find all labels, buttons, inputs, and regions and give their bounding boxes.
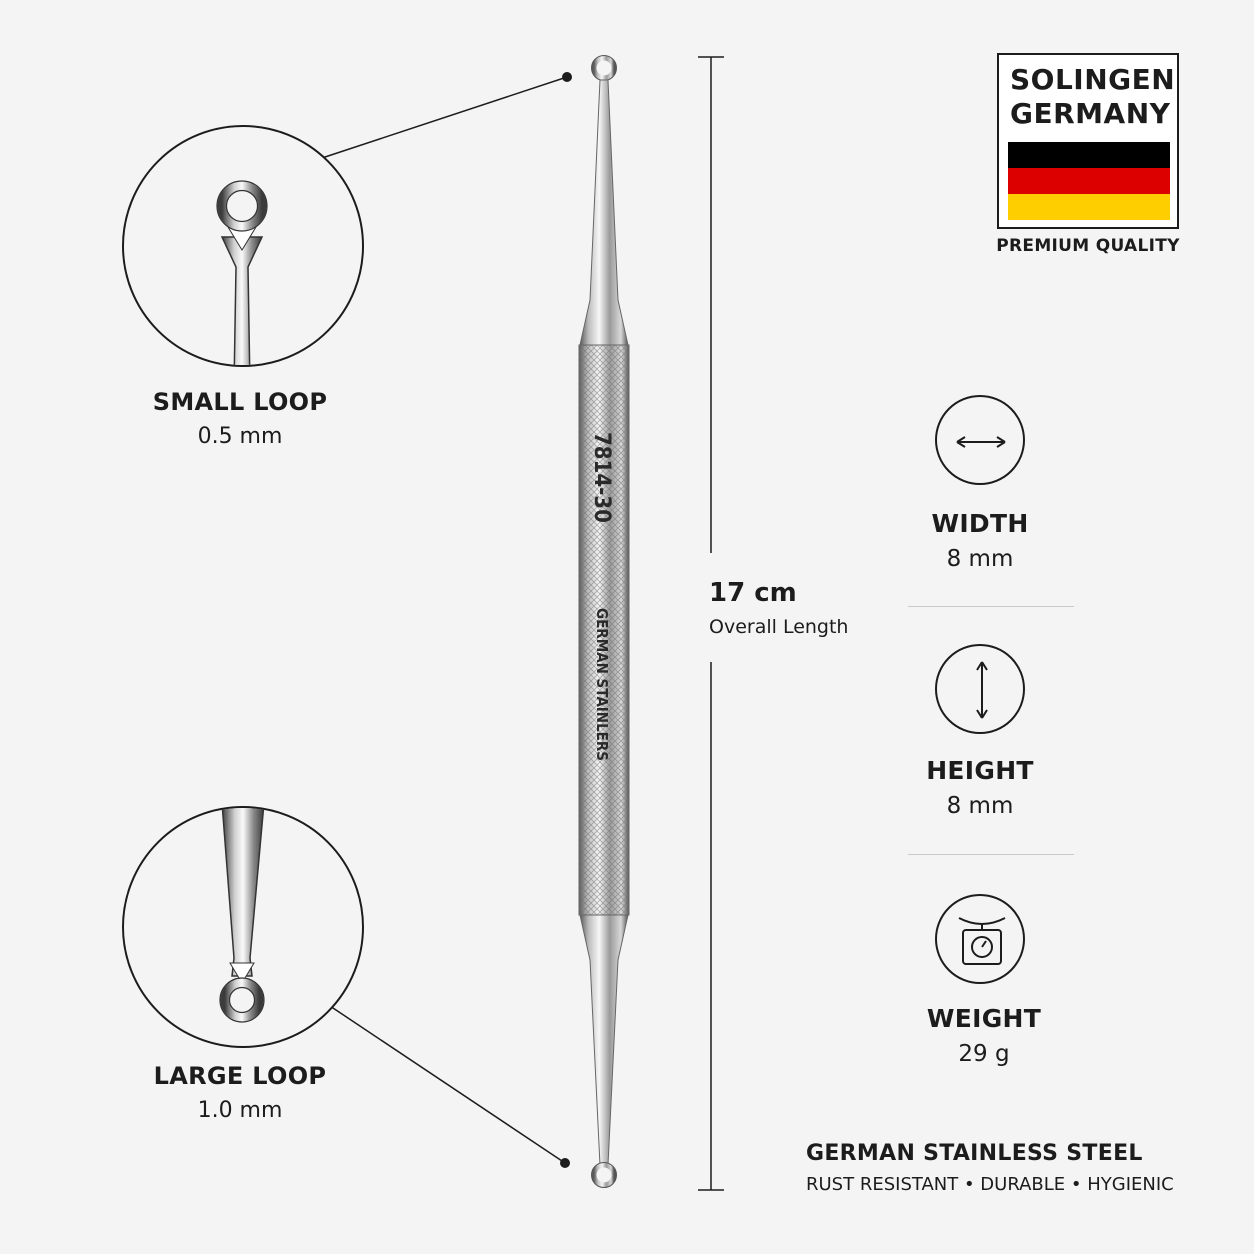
overall-length-label: Overall Length <box>709 616 849 638</box>
small-loop-closeup <box>216 180 268 365</box>
large-loop-closeup <box>219 808 265 1023</box>
spec-divider <box>908 854 1074 855</box>
horizontal-arrow-icon <box>935 395 1025 485</box>
flag-stripe-black <box>1008 142 1170 168</box>
flag-stripe-gold <box>1008 194 1170 220</box>
flag-stripe-red <box>1008 168 1170 194</box>
spec-height-title: HEIGHT <box>926 756 1034 785</box>
small-loop-size: 0.5 mm <box>197 424 283 449</box>
spec-width-title: WIDTH <box>931 509 1029 538</box>
spec-divider <box>908 606 1074 607</box>
large-loop-title: LARGE LOOP <box>153 1062 327 1090</box>
small-loop-detail-circle <box>122 125 364 367</box>
badge-tagline: PREMIUM QUALITY <box>996 236 1180 256</box>
large-loop-detail-circle <box>122 806 364 1048</box>
tool-model-engraving: 7814-30 <box>589 432 614 523</box>
tool-brand-engraving: GERMAN STAINLERS <box>593 608 611 762</box>
spec-weight-value: 29 g <box>958 1041 1010 1067</box>
spec-height-value: 8 mm <box>946 793 1014 819</box>
solingen-germany-badge: SOLINGEN GERMANY <box>997 53 1179 229</box>
material-features: RUST RESISTANT • DURABLE • HYGIENIC <box>806 1174 1174 1195</box>
scale-icon <box>935 894 1025 984</box>
large-loop-marker-dot <box>560 1158 570 1168</box>
small-loop-title: SMALL LOOP <box>152 388 328 416</box>
badge-line-2: GERMANY <box>1010 97 1171 130</box>
badge-line-1: SOLINGEN <box>1010 63 1176 96</box>
overall-length-value: 17 cm <box>709 578 797 608</box>
vertical-arrow-icon <box>935 644 1025 734</box>
spec-weight-title: WEIGHT <box>926 1004 1042 1033</box>
spec-width-value: 8 mm <box>946 546 1014 572</box>
material-title: GERMAN STAINLESS STEEL <box>806 1141 1143 1166</box>
large-loop-size: 1.0 mm <box>197 1098 283 1123</box>
length-dimension-line <box>698 56 724 1191</box>
small-loop-marker-dot <box>562 72 572 82</box>
